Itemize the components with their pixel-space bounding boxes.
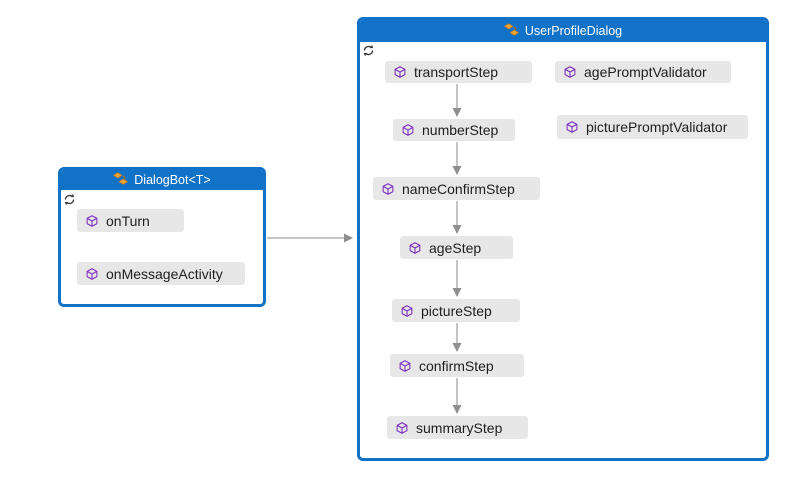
member-agestep[interactable]: ageStep	[400, 236, 513, 259]
class-node-userprofiledialog[interactable]: UserProfileDialog transportStep	[357, 17, 769, 461]
node-header-dialogbot[interactable]: DialogBot<T>	[61, 170, 263, 190]
member-label: transportStep	[414, 64, 499, 80]
member-label: picturePromptValidator	[586, 119, 728, 135]
node-title: DialogBot<T>	[134, 172, 211, 187]
method-icon	[86, 267, 98, 280]
method-icon	[402, 124, 414, 136]
member-onmessageactivity[interactable]: onMessageActivity	[77, 262, 245, 285]
member-picturestep[interactable]: pictureStep	[392, 299, 520, 322]
member-summarystep[interactable]: summaryStep	[387, 416, 528, 439]
member-label: numberStep	[422, 122, 499, 138]
method-icon	[399, 359, 411, 372]
member-numberstep[interactable]: numberStep	[393, 119, 515, 141]
method-icon	[409, 241, 421, 254]
member-picturepromptvalidator[interactable]: picturePromptValidator	[557, 115, 748, 139]
member-transportstep[interactable]: transportStep	[385, 61, 532, 83]
node-header-userprofiledialog[interactable]: UserProfileDialog	[360, 20, 766, 42]
class-icon	[503, 23, 519, 40]
refresh-icon[interactable]	[63, 193, 76, 206]
method-icon	[86, 214, 98, 227]
class-node-dialogbot[interactable]: DialogBot<T> onTurn	[58, 167, 266, 307]
member-label: agePromptValidator	[584, 64, 707, 80]
member-nameconfirmstep[interactable]: nameConfirmStep	[373, 177, 540, 200]
member-agepromptvalidator[interactable]: agePromptValidator	[555, 61, 731, 83]
member-label: onMessageActivity	[106, 265, 223, 282]
method-icon	[396, 421, 408, 434]
member-onturn[interactable]: onTurn	[77, 209, 184, 232]
method-icon	[566, 121, 578, 133]
method-icon	[382, 182, 394, 195]
member-label: pictureStep	[421, 302, 492, 319]
member-confirmstep[interactable]: confirmStep	[390, 354, 524, 377]
member-label: ageStep	[429, 239, 482, 256]
member-label: summaryStep	[416, 419, 503, 436]
member-label: nameConfirmStep	[402, 180, 515, 197]
refresh-icon[interactable]	[362, 44, 375, 57]
class-icon	[113, 172, 129, 189]
member-label: confirmStep	[419, 357, 494, 374]
node-title: UserProfileDialog	[524, 23, 623, 38]
method-icon	[401, 304, 413, 317]
method-icon	[564, 66, 576, 78]
method-icon	[394, 66, 406, 78]
member-label: onTurn	[106, 212, 150, 229]
